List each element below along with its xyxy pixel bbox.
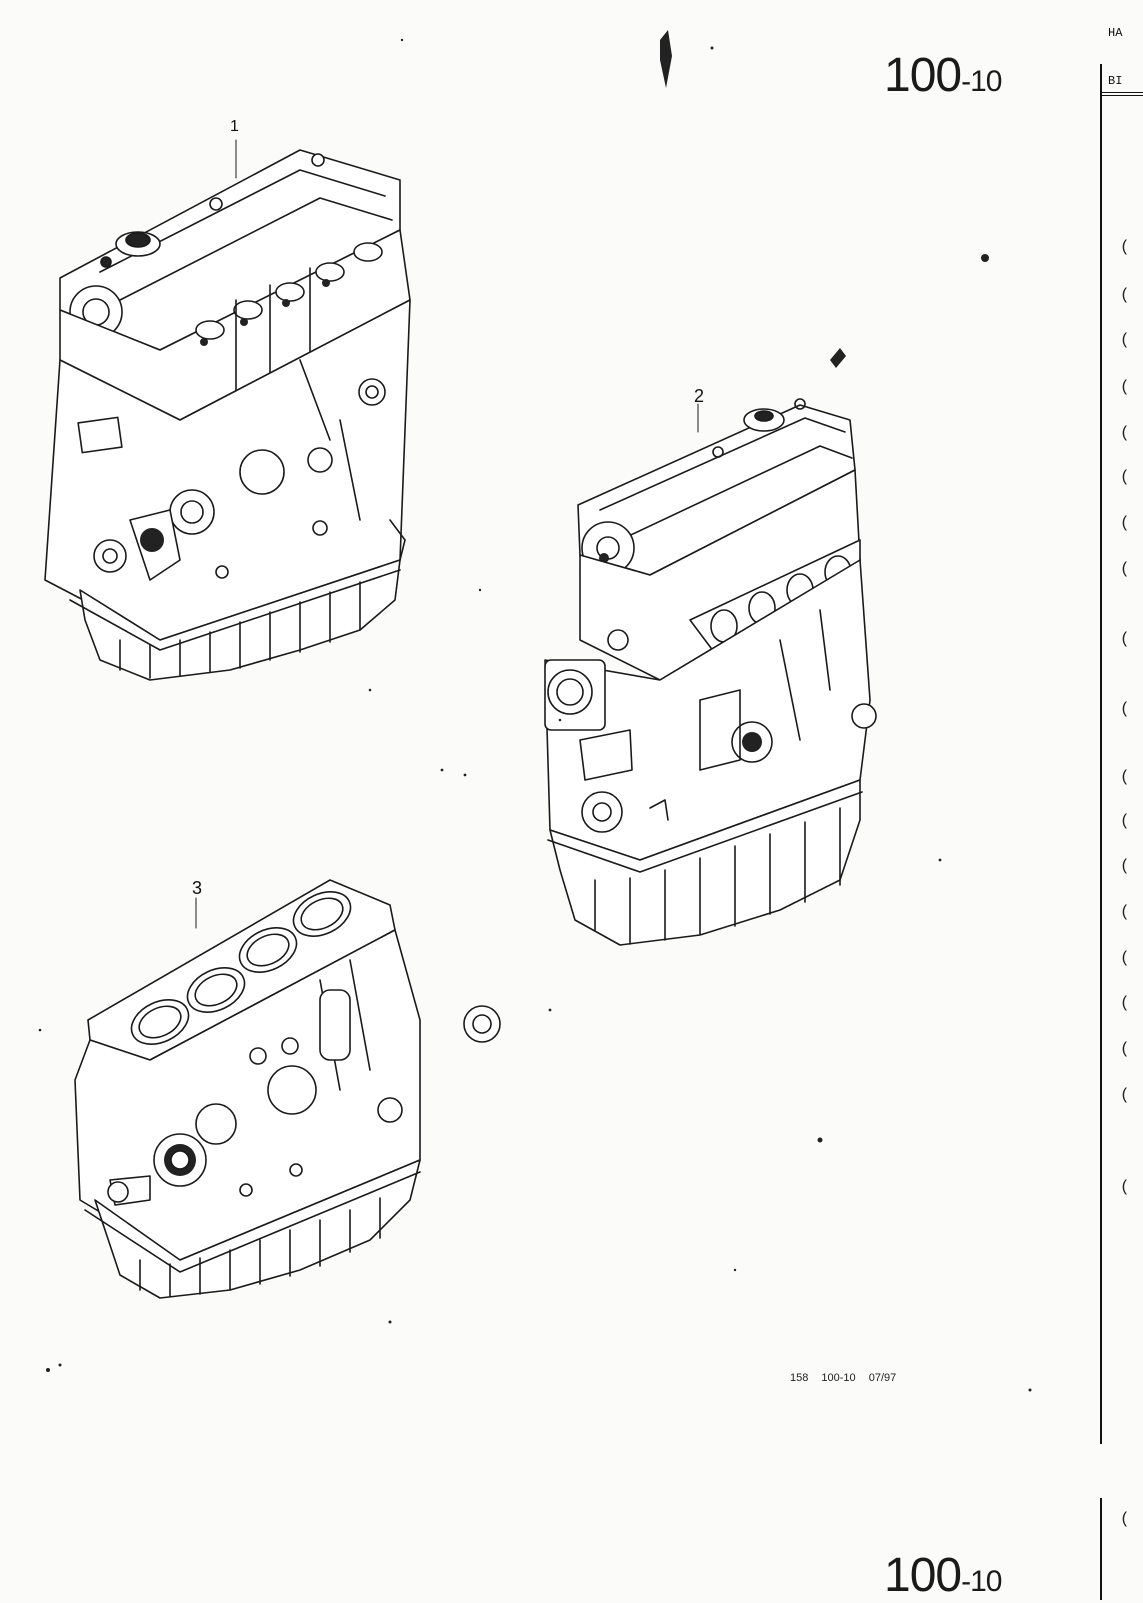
parts-list-row-marker: ( [1120,560,1130,578]
parts-list-row-marker: ( [1120,514,1130,532]
callout-3: 3 [192,878,203,898]
column-rule-lower [1100,1498,1102,1600]
parts-list-row-marker: ( [1120,238,1130,256]
parts-list-row-marker: ( [1120,812,1130,830]
parts-list-header: HA [1108,26,1123,40]
scan-artifacts [38,30,1032,1392]
parts-list-row-marker: ( [1120,903,1130,921]
page-number-main: 100 [884,49,962,102]
parts-list-row-marker: ( [1120,949,1130,967]
parts-list-row-marker: ( [1120,378,1130,396]
header-rule [1102,95,1143,96]
parts-list-column: HA BI ( ( ( ( ( ( ( ( ( ( ( ( ( ( ( ( ( ( ( ( [1100,0,1143,1600]
parts-list-row-marker: ( [1120,1086,1130,1104]
page-number-sub: -10 [961,65,1002,98]
parts-list-row-marker: ( [1120,424,1130,442]
parts-list-row-marker: ( [1120,1510,1130,1528]
page-number-main: 100 [884,1549,962,1602]
page-number-bottom: 100-10 [884,1548,1002,1603]
engine-drawing-2 [544,398,877,946]
parts-list-row-marker: ( [1120,857,1130,875]
callout-2: 2 [694,386,705,406]
parts-list-row-marker: ( [1120,468,1130,486]
parts-list-row-marker: ( [1120,331,1130,349]
page-number-sub: -10 [961,1565,1002,1598]
column-rule [1100,64,1102,1444]
parts-list-row-marker: ( [1120,768,1130,786]
parts-list-row-marker: ( [1120,994,1130,1012]
parts-list-row-marker: ( [1120,286,1130,304]
engine-illustrations [38,30,1032,1392]
callout-1: 1 [230,118,239,135]
engine-drawing-3 [74,879,501,1299]
parts-list-row-marker: ( [1120,700,1130,718]
drawing-reference-code: 158 100-10 07/97 [790,1372,897,1384]
parts-list-row-marker: ( [1120,630,1130,648]
parts-list-row-marker: ( [1120,1178,1130,1196]
parts-list-row-marker: ( [1120,1040,1130,1058]
header-rule [1102,92,1143,93]
parts-list-subheader: BI [1108,74,1123,88]
page-number-top: 100-10 [884,48,1002,103]
engine-drawing-1 [44,139,411,681]
